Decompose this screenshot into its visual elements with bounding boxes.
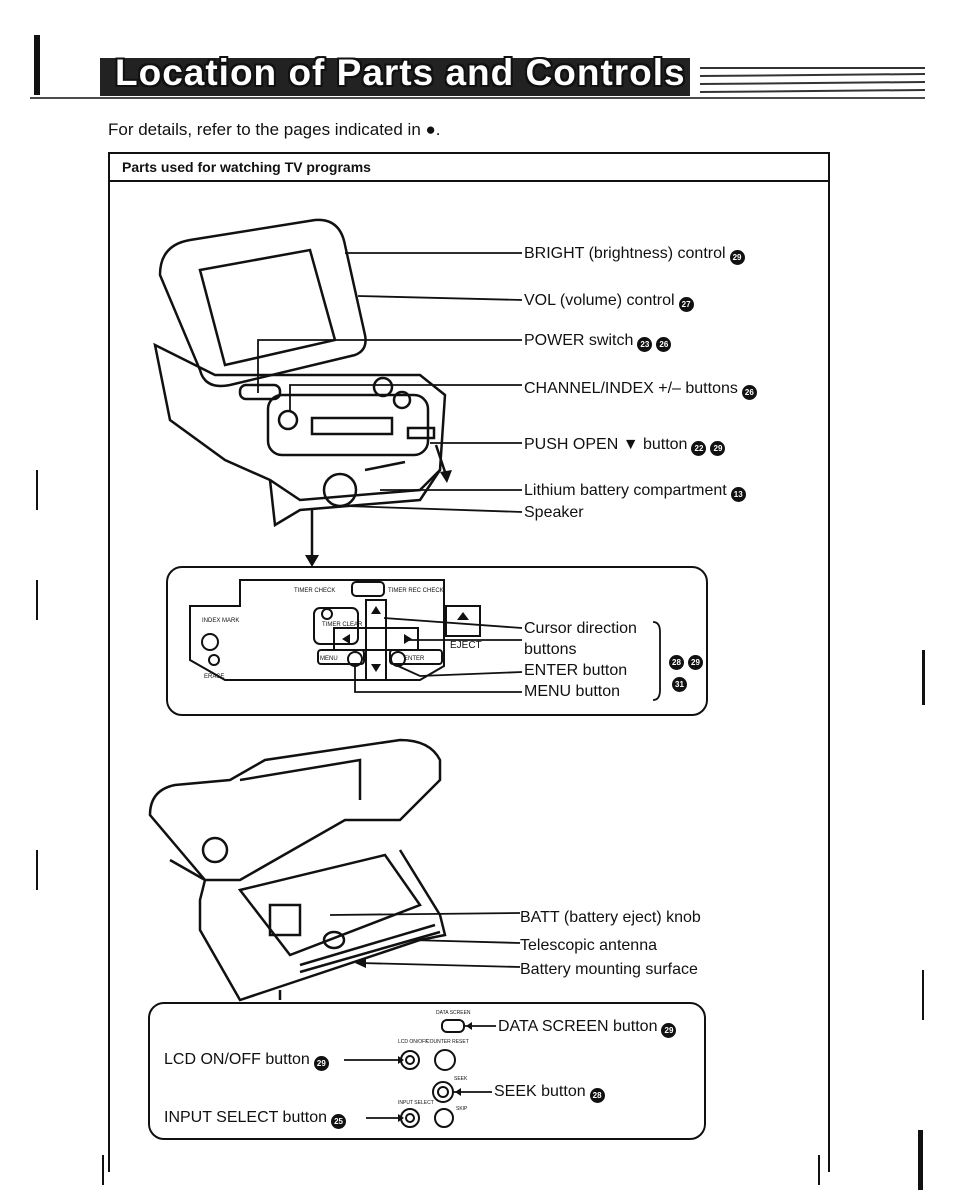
ref-badge: 28 bbox=[669, 655, 684, 670]
label-speaker: Speaker bbox=[524, 504, 584, 521]
panel-text-timer-clear: TIMER CLEAR bbox=[322, 622, 363, 628]
ref-badge: 27 bbox=[678, 297, 694, 312]
panel-text-eject: EJECT bbox=[450, 640, 482, 651]
panel-text-enter: ENTER bbox=[404, 656, 425, 662]
ref-badge: 23 bbox=[637, 337, 653, 352]
button-panel bbox=[148, 1002, 706, 1140]
label-batt: BATT (battery eject) knob bbox=[520, 909, 701, 926]
section-header: Parts used for watching TV programs bbox=[110, 154, 828, 182]
title-decoration bbox=[30, 35, 926, 99]
margin-mark bbox=[922, 650, 925, 705]
ref-badge: 29 bbox=[661, 1023, 677, 1038]
control-panel bbox=[166, 566, 708, 716]
intro-text: For details, refer to the pages indicate… bbox=[108, 120, 441, 139]
ref-badge: 29 bbox=[710, 441, 726, 456]
panel-text-lcd: LCD ON/OFF bbox=[398, 1039, 428, 1045]
ref-badge: 28 bbox=[589, 1088, 605, 1103]
panel-text-seek: SEEK bbox=[454, 1076, 468, 1082]
ref-badge: 13 bbox=[730, 487, 746, 502]
label-battery-surface: Battery mounting surface bbox=[520, 961, 698, 978]
margin-mark bbox=[36, 470, 38, 510]
panel-text-timer-check: TIMER CHECK bbox=[294, 588, 335, 594]
ref-badge: 26 bbox=[741, 385, 757, 400]
label-antenna: Telescopic antenna bbox=[520, 937, 657, 954]
label-cursor: Cursor direction bbox=[524, 620, 637, 637]
ref-badge: 29 bbox=[729, 250, 745, 265]
margin-mark bbox=[36, 580, 38, 620]
ref-badge: 29 bbox=[313, 1056, 329, 1071]
margin-mark bbox=[818, 1155, 820, 1185]
control-refs: 28 29 bbox=[665, 650, 703, 670]
panel-text-erase: ERASE bbox=[204, 674, 224, 680]
margin-mark bbox=[36, 850, 38, 890]
margin-mark bbox=[102, 1155, 104, 1185]
label-menu: MENU button bbox=[524, 683, 621, 700]
control-refs-2: 31 bbox=[668, 672, 687, 692]
margin-mark bbox=[922, 970, 924, 1020]
content-frame bbox=[108, 152, 830, 1172]
panel-text-timer-rec: TIMER REC CHECK bbox=[388, 588, 444, 594]
ref-badge: 22 bbox=[691, 441, 707, 456]
panel-text-counter: COUNTER RESET bbox=[426, 1039, 469, 1045]
ref-badge: 26 bbox=[656, 337, 672, 352]
label-cursor-2: buttons bbox=[524, 641, 577, 658]
label-enter: ENTER button bbox=[524, 662, 628, 679]
ref-badge: 29 bbox=[688, 655, 703, 670]
section-title: Parts used for watching TV programs bbox=[122, 159, 371, 175]
ref-badge: 31 bbox=[672, 677, 687, 692]
panel-text-index: INDEX MARK bbox=[202, 618, 239, 624]
panel-text-data-screen: DATA SCREEN bbox=[436, 1010, 471, 1016]
ref-badge: 25 bbox=[331, 1114, 347, 1129]
margin-mark bbox=[918, 1130, 923, 1190]
page-title: Location of Parts and Controls bbox=[115, 52, 686, 93]
panel-text-input: INPUT SELECT bbox=[398, 1100, 434, 1106]
panel-text-skip: SKIP bbox=[456, 1106, 468, 1112]
panel-text-menu: MENU bbox=[320, 656, 338, 662]
